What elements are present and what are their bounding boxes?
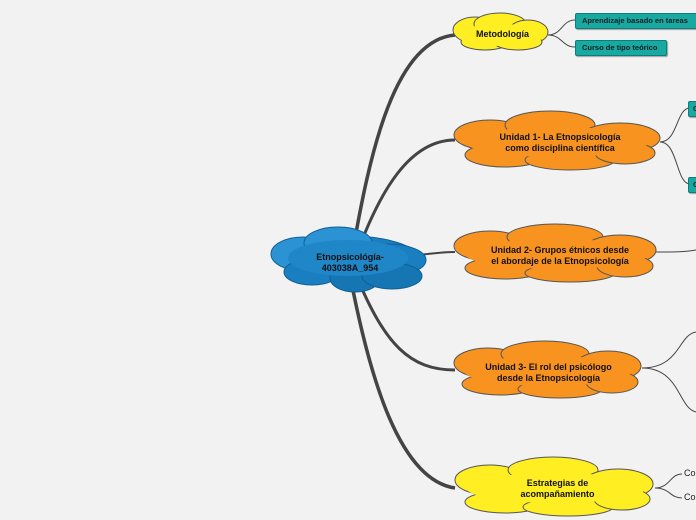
connector-unidad-3 <box>354 274 456 372</box>
connector-u1-a <box>659 107 691 143</box>
connector-metodologia <box>350 33 456 257</box>
root-cloud[interactable] <box>270 226 427 293</box>
branch-cloud-unidad-3[interactable] <box>453 340 642 399</box>
branch-cloud-unidad-1[interactable] <box>453 110 661 171</box>
connector-sub-1 <box>547 19 576 36</box>
subtopic-aprendizaje-tareas[interactable]: Aprendizaje basado en tareas <box>575 13 696 29</box>
connector-est-a <box>654 473 683 489</box>
connector-estrategias <box>348 274 456 490</box>
subtopic-unidad-1-a[interactable]: C <box>688 101 696 117</box>
branch-label-unidad-2: Unidad 2- Grupos étnicos desde el aborda… <box>490 245 630 266</box>
branch-label-unidad-3: Unidad 3- El rol del psicólogo desde la … <box>485 362 612 383</box>
leaf-estrategias-1[interactable]: Co <box>684 468 696 478</box>
branch-cloud-unidad-2[interactable] <box>453 223 657 283</box>
connector-u2 <box>654 249 696 253</box>
branch-label-metodologia: Metodología <box>476 29 529 39</box>
subtopic-unidad-1-b[interactable]: C <box>688 177 696 193</box>
branch-cloud-metodologia[interactable] <box>452 12 549 51</box>
branch-label-estrategias: Estrategias de acompañamiento <box>520 478 595 499</box>
connector-sub-2 <box>547 34 576 48</box>
branch-label-unidad-1: Unidad 1- La Etnopsicología como discipl… <box>499 132 621 153</box>
connector-u3-b <box>641 367 696 413</box>
root-label: Etnopsicológía- 403038A_954 <box>316 252 384 273</box>
leaf-estrategias-2[interactable]: Co <box>684 492 696 502</box>
connector-u3-a <box>641 331 696 369</box>
branch-cloud-estrategias[interactable] <box>454 456 654 517</box>
connector-u1-b <box>659 141 691 185</box>
subtopic-curso-teorico[interactable]: Curso de tipo teórico <box>575 40 667 56</box>
connector-est-b <box>654 487 683 499</box>
